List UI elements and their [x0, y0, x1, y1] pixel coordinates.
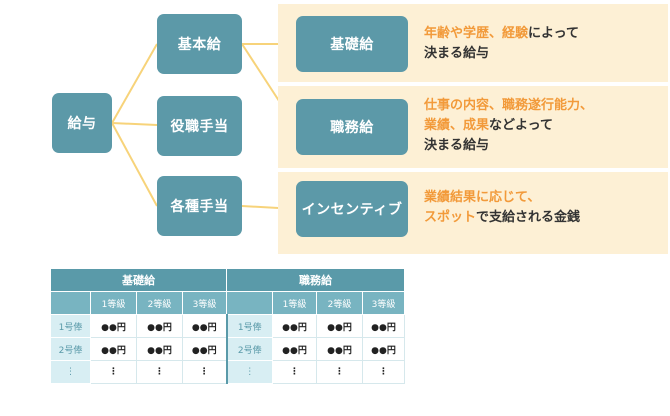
salary-table: 基礎給 職務給 1等級 2等級 3等級 1等級 2等級 3等級 1号俸 ●●円 … — [50, 268, 405, 384]
connector-root-branch1 — [111, 43, 158, 124]
description-line: スポットで支給される金銭 — [424, 208, 580, 228]
description-text: 年齢や学歴、経験によって決まる給与 — [424, 24, 579, 64]
description-line: 業績、成果などよって — [424, 116, 593, 136]
plain-text: で支給される金銭 — [476, 210, 581, 225]
table-cell: ●●円 — [316, 314, 363, 338]
detail-label: 基礎給 — [330, 37, 374, 53]
plain-text: 決まる給与 — [424, 138, 490, 153]
plain-text: などよって — [489, 118, 553, 133]
table-cell: ⋮ — [90, 360, 137, 384]
row-header: ⋮ — [225, 360, 273, 384]
highlighted-text: 業績、成果 — [424, 118, 490, 133]
highlighted-text: 業績結果に応じて、 — [424, 190, 541, 205]
row-header: 1号俸 — [50, 314, 91, 338]
grade-header: 2等級 — [136, 291, 183, 315]
connector-root-branch3 — [111, 122, 158, 207]
root-box: 給与 — [52, 93, 112, 153]
table-row: ⋮ ⋮ ⋮ ⋮ ⋮ ⋮ ⋮ ⋮ — [50, 360, 405, 384]
highlighted-text: 仕事の内容、職務遂行能力、 — [424, 98, 594, 113]
plain-text: によって — [528, 26, 579, 41]
description-line: 年齢や学歴、経験によって — [424, 24, 579, 44]
grade-header: 1等級 — [90, 291, 137, 315]
table-cell: ●●円 — [90, 337, 137, 361]
description-line: 業績結果に応じて、 — [424, 188, 580, 208]
table-cell: ●●円 — [136, 337, 183, 361]
connector-root-branch2 — [111, 122, 158, 126]
table-cell: ●●円 — [182, 314, 227, 338]
root-label: 給与 — [67, 116, 97, 132]
grade-header: 2等級 — [316, 291, 363, 315]
table-cell: ●●円 — [182, 337, 227, 361]
table-cell: ⋮ — [272, 360, 317, 384]
row-header: 2号俸 — [50, 337, 91, 361]
highlighted-text: スポット — [424, 210, 477, 225]
row-header: 1号俸 — [225, 314, 273, 338]
description-line: 仕事の内容、職務遂行能力、 — [424, 96, 593, 116]
branch-label: 各種手当 — [170, 199, 229, 215]
table-cell: ●●円 — [362, 314, 405, 338]
branch-label: 基本給 — [177, 37, 222, 53]
branch-box: 役職手当 — [157, 96, 242, 156]
grade-header: 1等級 — [272, 291, 317, 315]
description-text: 仕事の内容、職務遂行能力、業績、成果などよって決まる給与 — [424, 96, 593, 156]
row-header: ⋮ — [50, 360, 91, 384]
detail-box: インセンティブ — [296, 181, 408, 237]
table-group-header: 基礎給 — [50, 268, 227, 292]
table-corner — [50, 291, 91, 315]
table-cell: ●●円 — [272, 314, 317, 338]
highlighted-text: 年齢や学歴、経験 — [424, 26, 529, 41]
detail-label: 職務給 — [330, 120, 374, 136]
table-cell: ●●円 — [316, 337, 363, 361]
table-cell: ●●円 — [90, 314, 137, 338]
grade-header: 3等級 — [362, 291, 405, 315]
description-text: 業績結果に応じて、スポットで支給される金銭 — [424, 188, 580, 228]
table-group-header: 職務給 — [226, 268, 405, 292]
branch-label: 役職手当 — [170, 119, 229, 135]
row-header: 2号俸 — [225, 337, 273, 361]
branch-box: 各種手当 — [157, 176, 242, 236]
table-row: 2号俸 ●●円 ●●円 ●●円 2号俸 ●●円 ●●円 ●●円 — [50, 337, 405, 361]
plain-text: 決まる給与 — [424, 46, 490, 61]
table-cell: ●●円 — [136, 314, 183, 338]
grade-header: 3等級 — [182, 291, 227, 315]
detail-box: 職務給 — [296, 99, 408, 155]
table-cell: ⋮ — [316, 360, 363, 384]
table-cell: ⋮ — [136, 360, 183, 384]
table-row: 1号俸 ●●円 ●●円 ●●円 1号俸 ●●円 ●●円 ●●円 — [50, 314, 405, 338]
table-cell: ⋮ — [362, 360, 405, 384]
table-cell: ⋮ — [182, 360, 227, 384]
description-line: 決まる給与 — [424, 44, 579, 64]
branch-box: 基本給 — [157, 14, 242, 74]
table-cell: ●●円 — [362, 337, 405, 361]
table-cell: ●●円 — [272, 337, 317, 361]
table-corner — [226, 291, 273, 315]
detail-label: インセンティブ — [301, 202, 403, 218]
detail-box: 基礎給 — [296, 16, 408, 72]
description-line: 決まる給与 — [424, 136, 593, 156]
